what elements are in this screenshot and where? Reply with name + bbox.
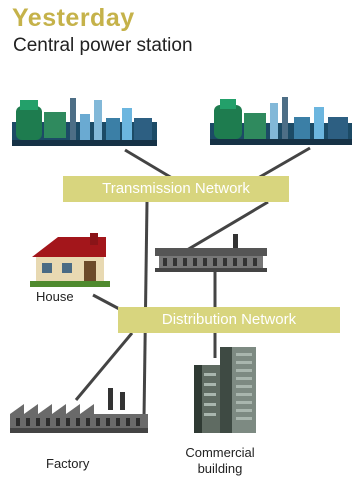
commercial-building-label: Commercial building <box>175 445 265 477</box>
transmission-network-box: Transmission Network <box>63 176 289 202</box>
diagram-title: Yesterday <box>12 4 135 32</box>
factory-label: Factory <box>46 456 90 471</box>
commercial-building-icon <box>194 347 256 433</box>
power-station-left-icon <box>12 98 157 146</box>
house-label: House <box>36 289 74 304</box>
commercial-label-line1: Commercial <box>185 445 255 460</box>
power-station-right-icon <box>210 97 352 145</box>
line-distribution-to-factory <box>74 332 134 401</box>
line-station-right-to-transmission <box>257 146 311 180</box>
diagram-subtitle: Central power station <box>13 35 193 56</box>
house-icon <box>30 233 110 287</box>
line-station-left-to-transmission <box>124 148 173 180</box>
distribution-network-box: Distribution Network <box>118 307 340 333</box>
commercial-label-line2: building <box>197 461 243 476</box>
substation-icon <box>155 234 267 272</box>
factory-icon <box>10 388 148 433</box>
